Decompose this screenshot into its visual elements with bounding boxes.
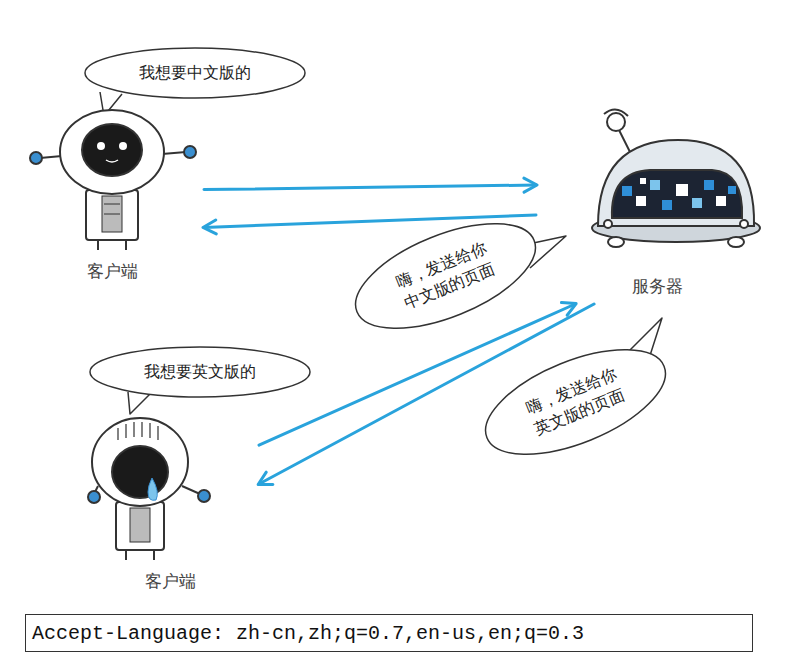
bubble-ellipse — [341, 202, 549, 350]
client-robot — [97, 142, 105, 150]
sad-client-robot — [92, 418, 188, 506]
bubble-ellipse — [90, 347, 310, 397]
speech-bubble: 我想要英文版的 — [89, 346, 311, 398]
client-robot — [40, 156, 62, 158]
client-robot — [104, 204, 120, 205]
client-robot — [106, 160, 118, 162]
client-robot — [86, 190, 138, 240]
sad-client-robot — [88, 418, 210, 560]
server-robot — [692, 198, 702, 208]
server-robot — [728, 237, 744, 247]
client-robot — [119, 142, 127, 150]
header-text: Accept-Language: zh-cn,zh;q=0.7,en-us,en… — [32, 622, 584, 645]
server-robot — [607, 113, 625, 131]
server-robot — [662, 200, 672, 210]
robot-figure: 服务器 — [540, 100, 775, 300]
client-robot — [30, 152, 42, 164]
server-robot — [612, 170, 742, 218]
server-robot — [608, 237, 624, 247]
sad-client-robot — [118, 422, 158, 440]
sad-client-robot — [198, 490, 210, 502]
server-robot — [640, 178, 646, 184]
server-robot — [622, 178, 736, 210]
server-robot — [728, 186, 736, 194]
client-robot — [184, 146, 196, 158]
bubble-tails — [128, 392, 150, 414]
client-robot — [125, 240, 127, 250]
speech-text: 我想要英文版的 — [144, 361, 256, 383]
server-robot — [598, 140, 754, 226]
speech-text: 我想要中文版的 — [139, 62, 251, 84]
sad-client-robot — [125, 550, 127, 560]
client-robot — [102, 196, 122, 232]
speech-bubble: 嗨，发送给你 英文版的页面 — [470, 327, 680, 477]
speech-bubble: 我想要中文版的 — [84, 47, 306, 99]
sad-client-robot — [112, 446, 168, 498]
client-robot — [60, 110, 164, 194]
client-robot — [82, 124, 142, 176]
sad-client-robot — [148, 478, 157, 500]
server-robot — [592, 109, 760, 247]
sad-client-robot — [130, 508, 150, 542]
robot-figure: 客户端 — [85, 410, 255, 595]
client-robot — [97, 240, 99, 250]
server-robot — [716, 196, 726, 206]
client-robot — [104, 214, 120, 215]
robot-label: 服务器 — [632, 275, 683, 300]
server-robot — [604, 220, 612, 228]
client-robot — [30, 110, 196, 250]
server-robot — [704, 180, 714, 190]
client-robot — [162, 152, 186, 154]
server-robot — [636, 196, 646, 206]
sad-client-robot — [153, 550, 155, 560]
sad-client-robot — [116, 502, 164, 550]
server-robot — [604, 109, 628, 116]
header-box: Accept-Language: zh-cn,zh;q=0.7,en-us,en… — [25, 614, 753, 652]
robot-label: 客户端 — [87, 260, 138, 285]
server-robot — [622, 186, 632, 196]
server-robot — [618, 128, 630, 152]
sad-client-robot — [182, 486, 200, 494]
sad-client-robot — [88, 491, 100, 503]
bubble-ellipse — [85, 48, 305, 98]
robot-figure: 客户端 — [25, 105, 200, 285]
server-robot — [650, 180, 660, 190]
server-robot — [676, 184, 688, 196]
robot-label: 客户端 — [145, 570, 196, 595]
server-robot — [740, 220, 748, 228]
bubble-ellipse — [471, 328, 679, 476]
request-arrow — [204, 185, 536, 190]
